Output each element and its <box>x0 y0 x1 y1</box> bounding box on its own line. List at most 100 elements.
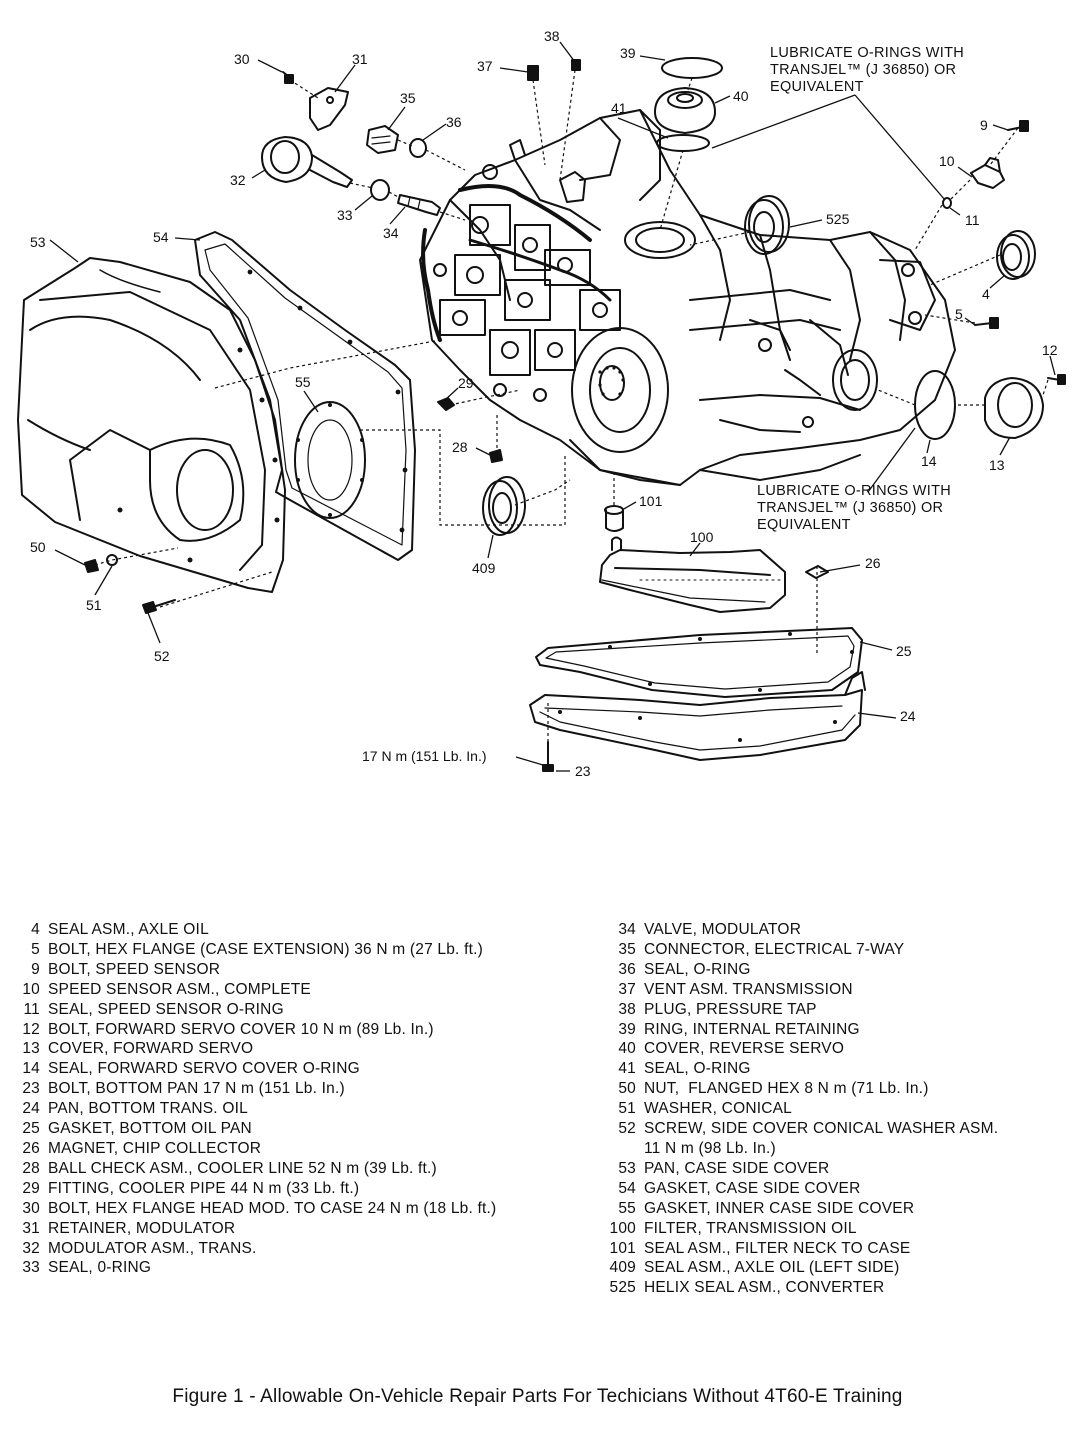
callout-55: 55 <box>295 374 311 390</box>
legend-description: BOLT, HEX FLANGE (CASE EXTENSION) 36 N m… <box>48 940 483 958</box>
legend-description: VENT ASM. TRANSMISSION <box>644 980 853 998</box>
legend-description: CONNECTOR, ELECTRICAL 7-WAY <box>644 940 905 958</box>
legend-number: 23 <box>22 1080 40 1098</box>
callout-11: 11 <box>965 212 980 228</box>
callout-51: 51 <box>86 597 102 613</box>
callout-38: 38 <box>544 28 560 44</box>
axle-seal-left <box>482 476 526 536</box>
legend-number: 36 <box>618 960 636 978</box>
side-cover-screw <box>142 599 176 614</box>
lubricate-note-top-line-3: EQUIVALENT <box>770 79 864 95</box>
speed-sensor-bolt <box>1007 120 1029 132</box>
legend-item: 55 GASKET, INNER CASE SIDE COVER <box>600 1199 1080 1219</box>
case-side-cover-pan <box>17 257 286 593</box>
callout-41: 41 <box>611 100 627 116</box>
callout-30: 30 <box>234 51 250 67</box>
legend-description: GASKET, INNER CASE SIDE COVER <box>644 1199 915 1217</box>
callout-53: 53 <box>30 234 46 250</box>
forward-servo-bolt <box>1047 374 1066 385</box>
axle-oil-seal <box>996 230 1036 280</box>
callout-26: 26 <box>865 555 881 571</box>
legend-number: 24 <box>22 1100 40 1118</box>
diagram-drawing <box>17 41 1066 772</box>
legend-description: VALVE, MODULATOR <box>644 921 802 938</box>
lubricate-note-top: LUBRICATE O-RINGS WITH TRANSJEL™ (J 3685… <box>770 45 964 96</box>
legend-number: 32 <box>22 1239 40 1257</box>
legend-number: 31 <box>22 1219 40 1237</box>
legend-number: 55 <box>618 1199 636 1217</box>
speed-sensor <box>970 157 1005 189</box>
legend-description: WASHER, CONICAL <box>644 1100 792 1118</box>
case-side-cover-gasket <box>194 231 416 561</box>
lubricate-note-top-line-1: LUBRICATE O-RINGS WITH <box>770 45 965 61</box>
figure-caption: Figure 1 - Allowable On-Vehicle Repair P… <box>172 1386 903 1407</box>
callout-52: 52 <box>154 648 170 664</box>
legend-description: SEAL ASM., AXLE OIL (LEFT SIDE) <box>644 1259 900 1277</box>
legend-description: 11 N m (98 Lb. In.) <box>644 1139 776 1157</box>
legend-number: 25 <box>22 1120 40 1138</box>
conical-washer <box>106 554 118 566</box>
callout-39: 39 <box>620 45 636 61</box>
legend-number: 30 <box>22 1199 40 1217</box>
legend-description: COVER, FORWARD SERVO <box>48 1040 254 1058</box>
cooler-pipe-fitting <box>437 397 455 411</box>
callout-31: 31 <box>352 51 368 67</box>
legend-item: 31 RETAINER, MODULATOR <box>10 1219 570 1239</box>
chip-collector-magnet <box>805 565 829 579</box>
bottom-pan-bolt <box>542 741 554 772</box>
legend-number: 50 <box>618 1080 636 1098</box>
modulator-valve <box>397 194 441 216</box>
torque-label-23: 17 N m (151 Lb. In.) <box>362 748 487 764</box>
lubricate-note-bottom-line-3: EQUIVALENT <box>757 517 851 533</box>
callout-12: 12 <box>1042 342 1058 358</box>
internal-retaining-ring <box>661 57 723 79</box>
forward-servo-o-ring <box>914 370 956 440</box>
callout-23: 23 <box>575 763 591 779</box>
legend-description: BOLT, FORWARD SERVO COVER 10 N m (89 Lb.… <box>48 1020 434 1038</box>
callout-35: 35 <box>400 90 416 106</box>
legend-description: BOLT, HEX FLANGE HEAD MOD. TO CASE 24 N … <box>48 1199 497 1217</box>
legend-number: 29 <box>22 1179 40 1197</box>
legend-number: 53 <box>618 1159 636 1177</box>
legend-number: 33 <box>22 1259 40 1277</box>
legend-item: 30 BOLT, HEX FLANGE HEAD MOD. TO CASE 24 … <box>10 1199 570 1219</box>
case-extension-bolt <box>974 317 999 329</box>
callout-37: 37 <box>477 58 493 74</box>
legend-number: 37 <box>618 980 636 998</box>
modulator-retainer-bolt <box>282 71 294 84</box>
legend-number: 100 <box>609 1219 636 1237</box>
legend-number: 34 <box>618 921 636 938</box>
legend-number: 14 <box>22 1060 40 1078</box>
legend-description: RETAINER, MODULATOR <box>48 1219 236 1237</box>
legend-description: NUT, FLANGED HEX 8 N m (71 Lb. In.) <box>644 1080 929 1098</box>
converter-helix-seal <box>744 195 790 255</box>
legend-number: 525 <box>609 1279 636 1297</box>
speed-sensor-o-ring <box>942 197 952 209</box>
callout-40: 40 <box>733 88 749 104</box>
filter-neck-seal <box>604 505 624 532</box>
legend-number: 4 <box>31 921 40 938</box>
legend-number: 38 <box>618 1000 636 1018</box>
electrical-connector-7-way <box>366 125 399 154</box>
transmission-vent <box>527 65 539 81</box>
legend-item: 37 VENT ASM. TRANSMISSION <box>600 980 1080 1000</box>
legend-item-continuation: 11 N m (98 Lb. In.) <box>600 1139 1080 1159</box>
legend-description: GASKET, CASE SIDE COVER <box>644 1179 861 1197</box>
